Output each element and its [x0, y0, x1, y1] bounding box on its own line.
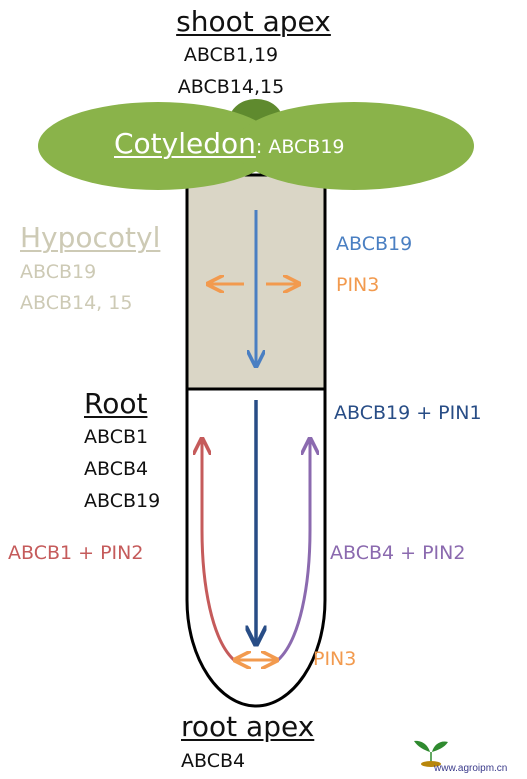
root-title: Root: [84, 387, 148, 420]
root-gene-2: ABCB4: [84, 458, 149, 480]
cotyledon-label: Cotyledon: ABCB19: [114, 130, 345, 158]
root-apex-title: root apex: [181, 710, 315, 743]
root-apex-gene: ABCB4: [181, 750, 246, 772]
hypocotyl-lateral-label: PIN3: [336, 274, 380, 296]
root-left-transport-label: ABCB1 + PIN2: [8, 542, 144, 564]
root-gene-3: ABCB19: [84, 490, 161, 512]
shoot-apex-gene-2: ABCB14,15: [177, 76, 285, 98]
shoot-apex-title: shoot apex: [176, 5, 331, 38]
cotyledon-right: [234, 102, 474, 190]
hypocotyl-gene-2: ABCB14, 15: [20, 292, 133, 314]
hypocotyl-transport-label: ABCB19: [336, 233, 413, 255]
shoot-apex-gene-1: ABCB1,19: [183, 44, 279, 66]
hypocotyl-title: Hypocotyl: [20, 221, 161, 254]
watermark-site: www.agroipm.cn: [434, 763, 508, 774]
root-left-arrow: [202, 440, 236, 662]
cotyledon-left: [38, 102, 278, 190]
seedling-icon: [414, 740, 448, 767]
root-right-arrow: [276, 440, 310, 662]
root-tip-label: PIN3: [313, 648, 357, 670]
cotyledon-gene: : ABCB19: [255, 136, 345, 158]
cotyledon-title: Cotyledon: [114, 127, 256, 160]
root-central-transport-label: ABCB19 + PIN1: [334, 402, 482, 424]
root-right-transport-label: ABCB4 + PIN2: [330, 542, 466, 564]
root-gene-1: ABCB1: [84, 426, 149, 448]
hypocotyl-gene-1: ABCB19: [20, 261, 97, 283]
